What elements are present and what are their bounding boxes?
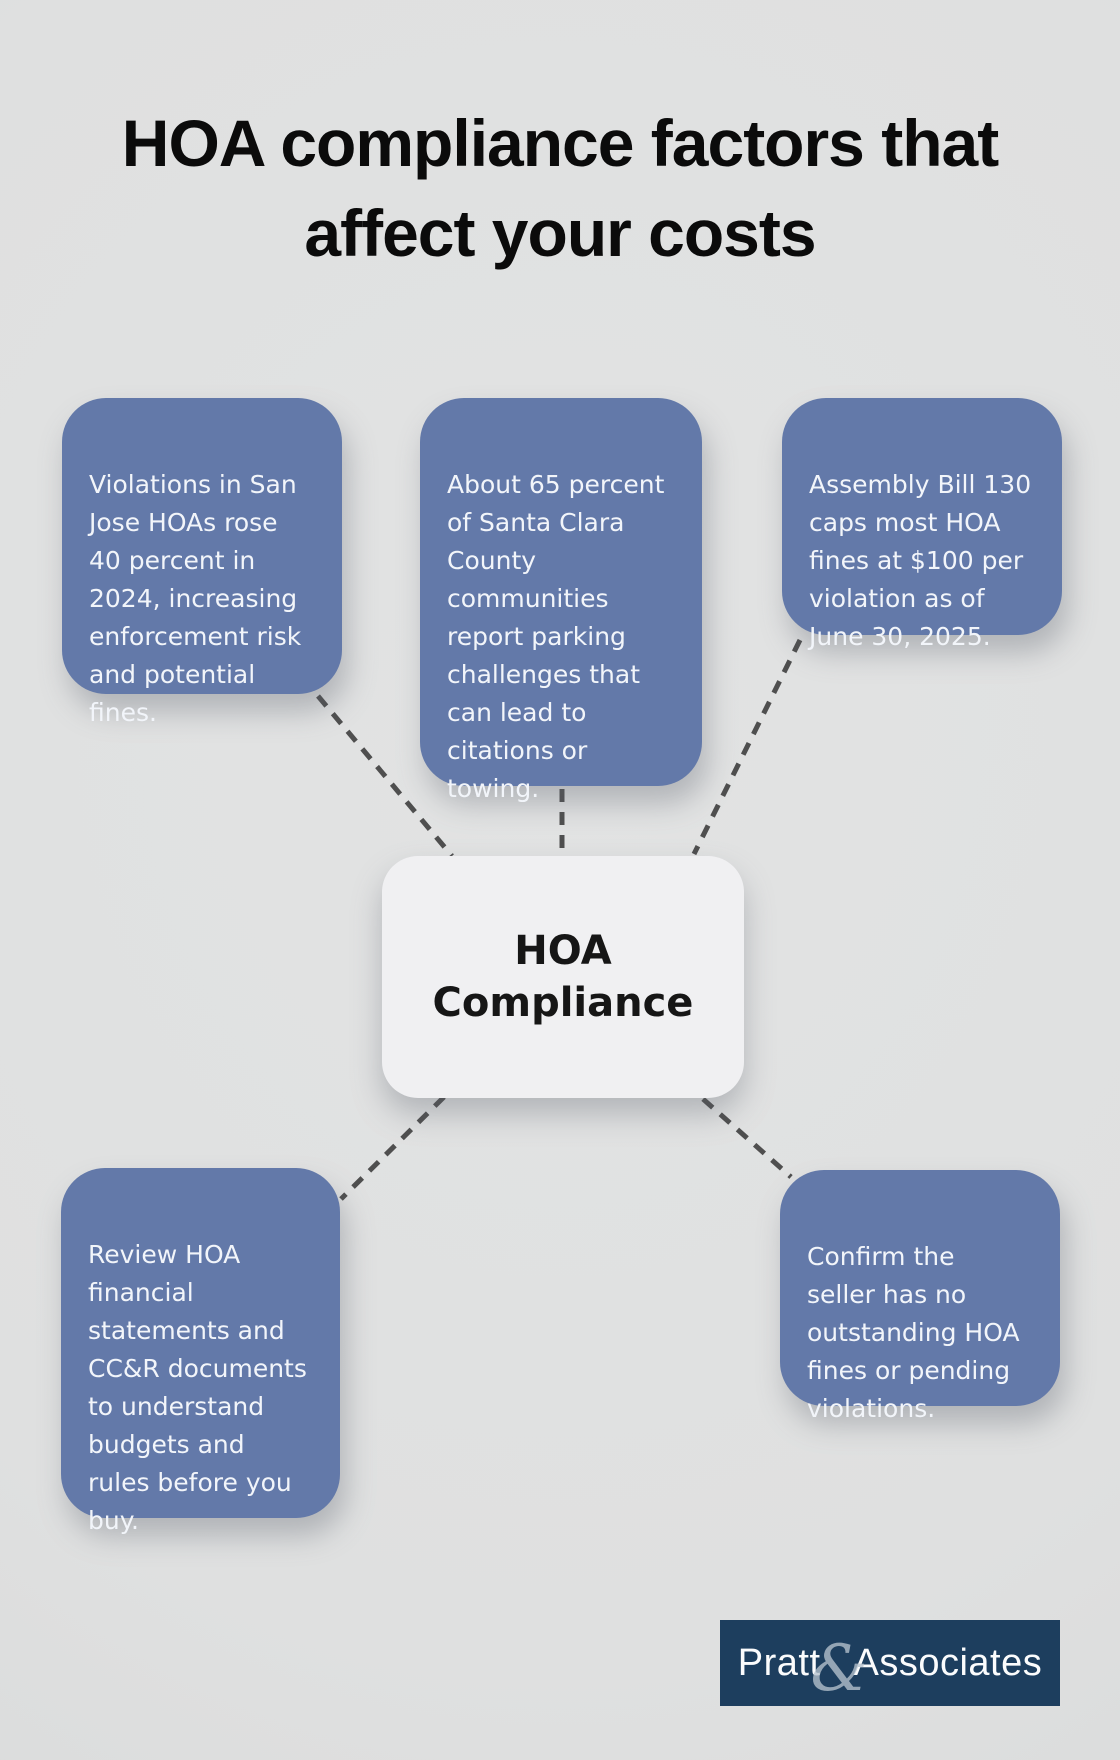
page-title: HOA compliance factors that affect your …: [121, 106, 999, 270]
factor-text: About 65 percent of Santa Clara County c…: [447, 470, 665, 803]
brand-footer: Pratt & Associates: [720, 1620, 1060, 1706]
factor-card-parking-challenges: About 65 percent of Santa Clara County c…: [420, 398, 702, 803]
factor-card-confirm-seller: Confirm the seller has no outstanding HO…: [780, 1170, 1060, 1423]
factor-card-review-documents: Review HOA financial statements and CC&R…: [61, 1168, 340, 1535]
factor-text: Review HOA financial statements and CC&R…: [88, 1240, 307, 1535]
brand-name-associates: Associates: [853, 1641, 1043, 1684]
factor-text: Confirm the seller has no outstanding HO…: [807, 1242, 1020, 1423]
connector-top-left-line: [316, 694, 454, 858]
factor-text: Violations in San Jose HOAs rose 40 perc…: [89, 470, 302, 727]
brand-name-pratt: Pratt: [737, 1641, 821, 1684]
factor-card-violations-rise: Violations in San Jose HOAs rose 40 perc…: [62, 398, 342, 727]
connector-top-right-line: [691, 638, 803, 856]
factor-card-assembly-bill-130: Assembly Bill 130 caps most HOA fines at…: [782, 398, 1062, 651]
connector-bottom-left-line: [339, 1095, 446, 1201]
connector-bottom-right-line: [701, 1097, 793, 1179]
factor-text: Assembly Bill 130 caps most HOA fines at…: [809, 470, 1032, 651]
center-node: HOA Compliance: [382, 856, 744, 1098]
brand-ampersand: &: [810, 1632, 868, 1706]
center-node-label: HOA Compliance: [432, 928, 694, 1026]
